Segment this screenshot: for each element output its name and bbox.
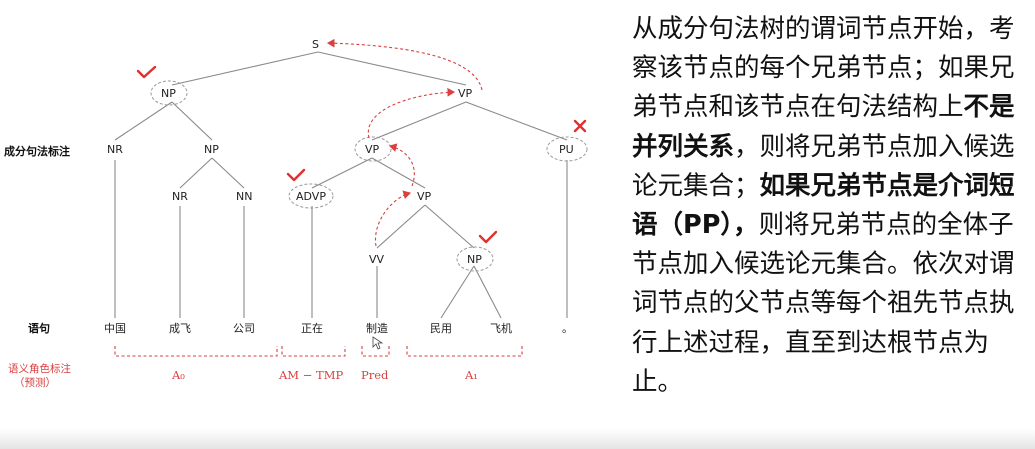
tree-edges xyxy=(114,51,568,319)
cross-icon xyxy=(573,119,587,133)
word-5: 制造 xyxy=(366,321,388,335)
role-pred: Pred xyxy=(361,368,389,382)
arrow-vptop-to-s xyxy=(326,38,483,91)
word-8: 。 xyxy=(562,322,573,335)
node-np-obj: NP xyxy=(467,253,482,266)
explanation-part-3: 则将兄弟节点的全体子节点加入候选论元集合。依次对谓词节点的父节点等每个祖先节点执… xyxy=(632,210,1015,397)
bottom-fade xyxy=(0,429,1035,449)
word-6: 民用 xyxy=(430,322,452,335)
node-vv: VV xyxy=(369,253,385,266)
node-nn: NN xyxy=(236,190,252,203)
explanation-part-2: ，则将兄弟节点加入候选论元集合； xyxy=(632,131,1015,201)
node-nr-inner: NR xyxy=(172,190,188,203)
word-2: 成飞 xyxy=(169,322,191,335)
arrow-vp-to-vp xyxy=(388,143,415,187)
syntax-row-label: 成分句法标注 xyxy=(4,144,70,158)
sentence-row-label: 语句 xyxy=(28,321,50,335)
role-brackets xyxy=(114,346,523,357)
check-icon xyxy=(136,65,157,79)
np-top-oval xyxy=(150,80,188,106)
arrow-vv-to-vp xyxy=(374,190,412,247)
pu-oval xyxy=(546,136,588,162)
cursor-icon xyxy=(372,336,384,350)
advp-oval xyxy=(288,183,334,209)
word-7: 飞机 xyxy=(490,321,512,335)
explanation-bold-1: 不是并列关系 xyxy=(632,92,1015,162)
node-np-top: NP xyxy=(161,87,176,100)
node-vp-inner: VP xyxy=(417,190,432,203)
word-3: 公司 xyxy=(233,322,255,335)
srl-row-sublabel: （预测） xyxy=(14,376,56,389)
node-pu: PU xyxy=(559,143,574,156)
explanation-text: 从成分句法树的谓词节点开始，考察该节点的每个兄弟节点；如果兄弟节点和该节点在句法… xyxy=(632,10,1032,402)
node-vp-top: VP xyxy=(458,87,473,100)
word-4: 正在 xyxy=(301,322,323,335)
word-1: 中国 xyxy=(104,322,126,335)
node-vp-mid: VP xyxy=(365,143,380,156)
arrow-vp-to-vptop xyxy=(367,87,456,139)
node-s: S xyxy=(312,38,319,51)
parse-tree-diagram: 成分句法标注 语句 语义角色标注 （预测） xyxy=(4,38,588,389)
node-np-mid: NP xyxy=(204,143,219,156)
check-icon xyxy=(286,168,306,182)
role-am-tmp: AM − TMP xyxy=(278,368,343,382)
role-a1: A₁ xyxy=(464,368,478,382)
node-advp: ADVP xyxy=(296,190,326,203)
explanation-part-1: 从成分句法树的谓词节点开始，考察该节点的每个兄弟节点；如果兄弟节点和该节点在句法… xyxy=(632,14,1015,123)
role-a0: A₀ xyxy=(171,368,185,382)
np-obj-oval xyxy=(456,246,494,272)
node-nr-left: NR xyxy=(107,143,123,156)
srl-row-label: 语义角色标注 xyxy=(8,362,71,375)
explanation-bold-2: 如果兄弟节点是介词短语（PP）， xyxy=(632,170,1015,241)
check-icon xyxy=(478,230,498,244)
